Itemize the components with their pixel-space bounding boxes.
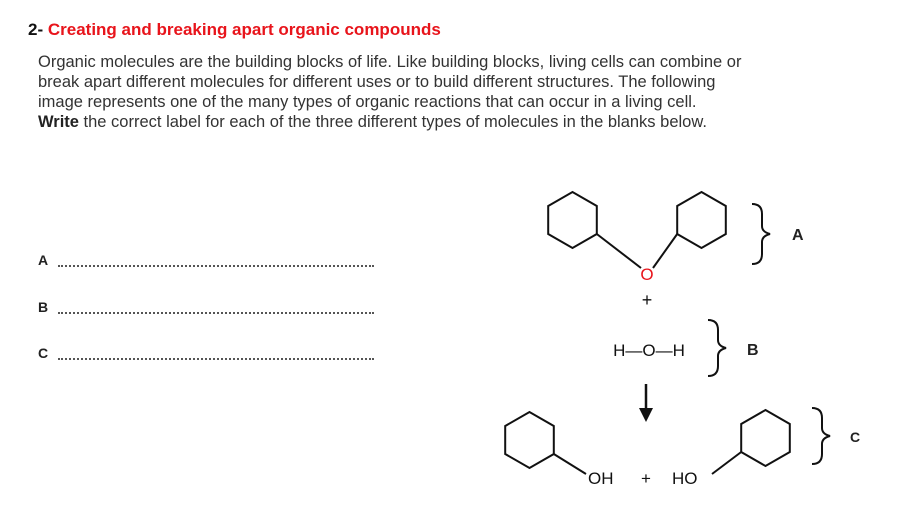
label-a: A: [792, 227, 804, 244]
blank-b-line[interactable]: [58, 311, 375, 314]
ether-bond-right: [652, 233, 679, 269]
blank-b[interactable]: B: [38, 299, 375, 315]
brace-c: [811, 407, 831, 465]
product-oh: OH: [588, 469, 614, 488]
ring-bottom-left: [504, 410, 555, 470]
blank-c-letter: C: [38, 345, 49, 361]
blank-a-letter: A: [38, 252, 49, 268]
water-formula: H—O—H: [613, 341, 685, 360]
section-title: Creating and breaking apart organic comp…: [47, 20, 441, 39]
ring-top-left: [547, 190, 598, 250]
product-ho: HO: [672, 469, 698, 488]
brace-b: [707, 319, 727, 377]
paragraph-line: break apart different molecules for diff…: [38, 73, 716, 91]
instruction-line: Write the correct label for each of the …: [38, 112, 898, 132]
instruction-bold: Write: [38, 113, 79, 131]
brace-a: [751, 203, 771, 265]
bond-oh-left: [553, 453, 587, 475]
paragraph-line: Organic molecules are the building block…: [38, 53, 742, 71]
label-b: B: [747, 342, 759, 359]
paragraph-line: image represents one of the many types o…: [38, 93, 697, 111]
ring-top-right: [676, 190, 727, 250]
label-c: C: [850, 429, 860, 445]
plus-sign-1: +: [642, 290, 653, 310]
reaction-arrow-head: [639, 408, 653, 422]
blank-c-line[interactable]: [58, 357, 375, 360]
section-number: 2-: [28, 20, 44, 39]
oxygen-label: O: [640, 265, 653, 284]
plus-sign-2: +: [641, 469, 651, 488]
instructions-paragraph: Organic molecules are the building block…: [38, 52, 898, 132]
blank-a[interactable]: A: [38, 252, 375, 268]
ether-bond-left: [596, 233, 642, 269]
bond-ho-right: [711, 451, 742, 475]
section-heading: 2- Creating and breaking apart organic c…: [28, 20, 441, 40]
ring-bottom-right: [740, 408, 791, 468]
instruction-text: the correct label for each of the three …: [78, 113, 707, 131]
blank-c[interactable]: C: [38, 345, 375, 361]
blank-b-letter: B: [38, 299, 49, 315]
blank-a-line[interactable]: [58, 264, 375, 267]
